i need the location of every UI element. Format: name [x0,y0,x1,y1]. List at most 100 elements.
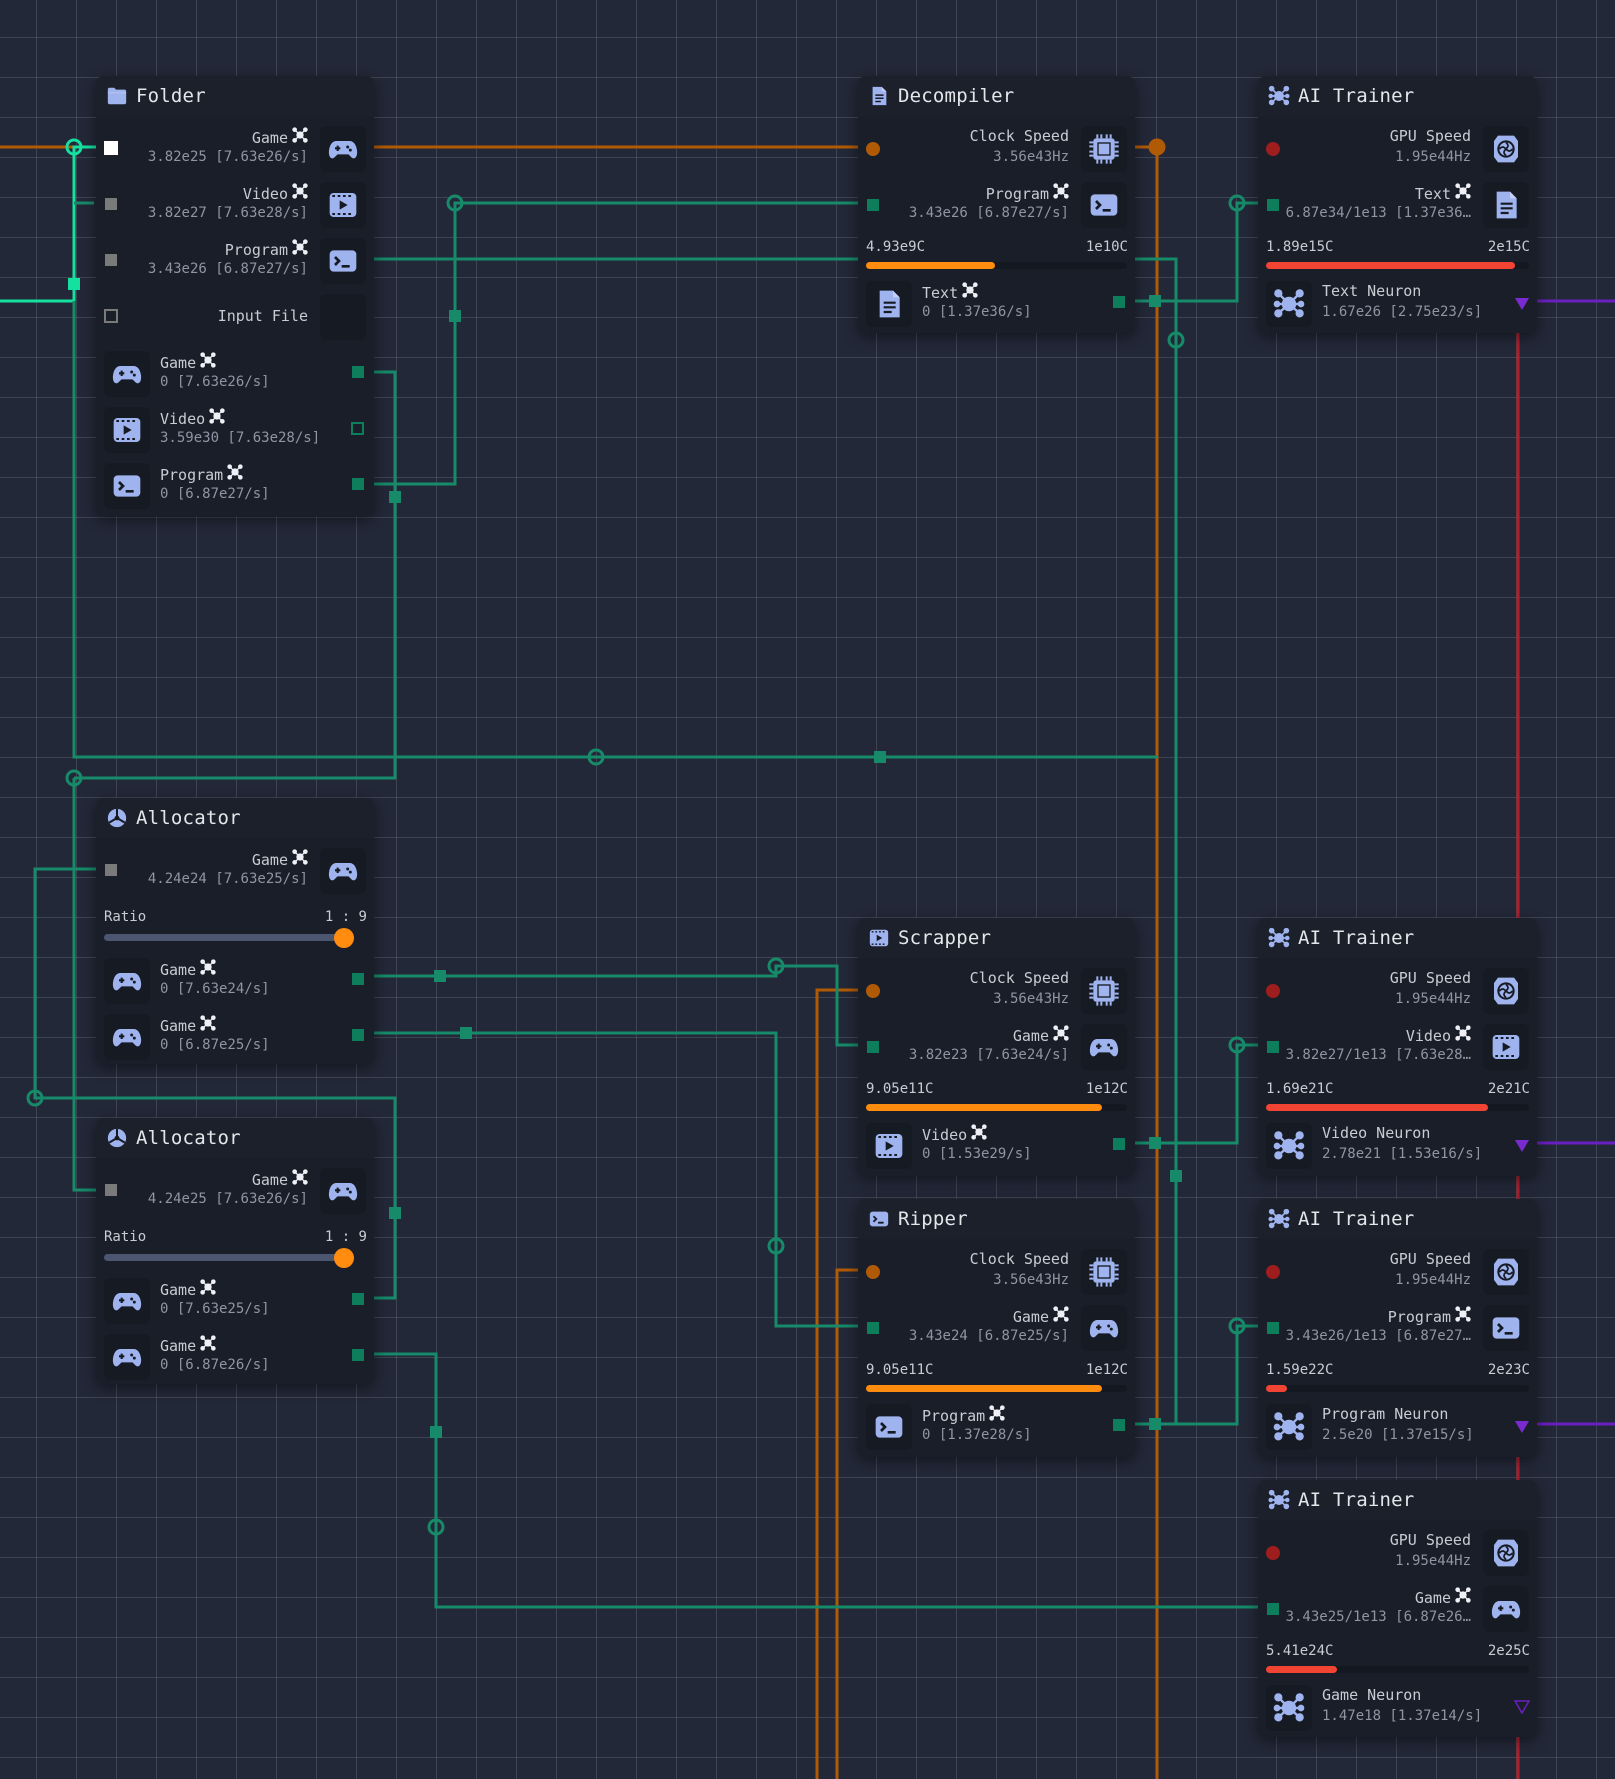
node-header[interactable]: AI Trainer [1258,918,1537,958]
allocator-node[interactable]: Allocator Game 4.24e24 [7.63e25/s] Ratio… [96,798,374,1064]
gpu-port[interactable] [1266,1546,1280,1560]
folder-node[interactable]: Folder Game 3.82e25 [7.63e26/s] Video 3.… [96,76,374,516]
neuron-icon [989,1405,1005,1421]
neuron-output[interactable]: Program Neuron 2.5e20 [1.37e15/s] [1258,1399,1537,1455]
output-port[interactable] [352,973,364,985]
item-input[interactable]: Game 3.43e24 [6.87e25/s] [858,1300,1135,1356]
folder-input-game[interactable]: Game 3.82e25 [7.63e26/s] [96,121,374,177]
neuron-output-port[interactable] [1515,1421,1529,1433]
gpu-speed-input[interactable]: GPU Speed 1.95e44Hz [1258,1525,1537,1581]
item-input[interactable]: Program 3.43e26/1e13 [6.87e27… [1258,1300,1537,1356]
item-input[interactable]: Game 3.43e25/1e13 [6.87e26… [1258,1581,1537,1637]
folder-input-program[interactable]: Program 3.43e26 [6.87e27/s] [96,233,374,289]
output-port[interactable] [352,1029,364,1041]
node-header[interactable]: AI Trainer [1258,1480,1537,1520]
input-port[interactable] [867,1322,879,1334]
node-header[interactable]: Scrapper [858,918,1135,958]
neuron-output-port[interactable] [1515,298,1529,310]
gpu-port[interactable] [1266,1265,1280,1279]
node-header[interactable]: Allocator [96,1118,374,1158]
clock-speed-input[interactable]: Clock Speed 3.56e43Hz [858,121,1135,177]
node-header[interactable]: Allocator [96,798,374,838]
scrapper-node[interactable]: Scrapper Clock Speed 3.56e43Hz Game 3.82… [858,918,1135,1176]
folder-input-file[interactable]: Input File [96,289,374,345]
input-port[interactable] [1267,1322,1279,1334]
item-output[interactable]: Game 0 [7.63e24/s] [96,953,374,1009]
clock-port[interactable] [866,984,880,998]
clock-port[interactable] [866,1265,880,1279]
ratio-slider[interactable] [104,1254,354,1261]
input-port[interactable] [105,254,117,266]
input-port[interactable] [105,198,117,210]
neuron-output[interactable]: Game Neuron 1.47e18 [1.37e14/s] [1258,1680,1537,1736]
input-port-empty[interactable] [104,309,118,323]
output-port[interactable] [352,1293,364,1305]
item-input[interactable]: Text 6.87e34/1e13 [1.37e36… [1258,177,1537,233]
input-port-selected[interactable] [104,141,118,155]
folder-output-program[interactable]: Program 0 [6.87e27/s] [96,458,374,514]
output-port[interactable] [352,1349,364,1361]
output-port-empty[interactable] [351,422,364,435]
item-output[interactable]: Video 0 [1.53e29/s] [858,1118,1135,1174]
input-port[interactable] [1267,199,1279,211]
node-header[interactable]: Decompiler [858,76,1135,116]
item-input[interactable]: Video 3.82e27/1e13 [7.63e28… [1258,1019,1537,1075]
allocator-node[interactable]: Allocator Game 4.24e25 [7.63e26/s] Ratio… [96,1118,374,1384]
ripper-node[interactable]: Ripper Clock Speed 3.56e43Hz Game 3.43e2… [858,1199,1135,1457]
ratio-slider-thumb[interactable] [334,928,354,948]
item-output[interactable]: Game 0 [6.87e25/s] [96,1009,374,1065]
clock-speed-input[interactable]: Clock Speed 3.56e43Hz [858,963,1135,1019]
video-icon [866,1123,912,1169]
item-output[interactable]: Text 0 [1.37e36/s] [858,276,1135,332]
wire-junction [587,748,605,766]
output-port[interactable] [352,366,364,378]
ai-trainer-node[interactable]: AI Trainer GPU Speed 1.95e44Hz Game 3.43… [1258,1480,1537,1737]
neuron-output-port[interactable] [1515,1140,1529,1152]
item-output[interactable]: Game 0 [6.87e26/s] [96,1329,374,1385]
output-port[interactable] [1113,1419,1125,1431]
clock-speed-input[interactable]: Clock Speed 3.56e43Hz [858,1244,1135,1300]
gpu-port[interactable] [1266,142,1280,156]
ai-trainer-node[interactable]: AI Trainer GPU Speed 1.95e44Hz Program 3… [1258,1199,1537,1457]
document-icon [868,85,890,107]
item-input[interactable]: Game 4.24e24 [7.63e25/s] [96,843,374,899]
input-port[interactable] [1267,1041,1279,1053]
gpu-port[interactable] [1266,984,1280,998]
gpu-speed-input[interactable]: GPU Speed 1.95e44Hz [1258,1244,1537,1300]
node-header[interactable]: Folder [96,76,374,116]
item-input[interactable]: Program 3.43e26 [6.87e27/s] [858,177,1135,233]
decompiler-node[interactable]: Decompiler Clock Speed 3.56e43Hz Program… [858,76,1135,333]
neuron-output[interactable]: Text Neuron 1.67e26 [2.75e23/s] [1258,276,1537,332]
ratio-slider[interactable] [104,934,354,941]
item-output[interactable]: Game 0 [7.63e25/s] [96,1273,374,1329]
input-port[interactable] [105,1184,117,1196]
item-output[interactable]: Program 0 [1.37e28/s] [858,1399,1135,1455]
folder-output-video[interactable]: Video 3.59e30 [7.63e28/s] [96,402,374,458]
input-port[interactable] [1267,1603,1279,1615]
input-port[interactable] [105,864,117,876]
folder-output-game[interactable]: Game 0 [7.63e26/s] [96,346,374,402]
file-slot[interactable] [320,294,366,340]
clock-port[interactable] [866,142,880,156]
output-port[interactable] [1113,1138,1125,1150]
node-header[interactable]: AI Trainer [1258,76,1537,116]
output-port[interactable] [1113,296,1125,308]
wire-junction [1228,1317,1246,1335]
ai-trainer-node[interactable]: AI Trainer GPU Speed 1.95e44Hz Video 3.8… [1258,918,1537,1176]
input-label: Clock Speed [969,969,1069,987]
gpu-speed-input[interactable]: GPU Speed 1.95e44Hz [1258,121,1537,177]
input-port[interactable] [867,1041,879,1053]
gpu-speed-input[interactable]: GPU Speed 1.95e44Hz [1258,963,1537,1019]
output-port[interactable] [352,478,364,490]
node-header[interactable]: AI Trainer [1258,1199,1537,1239]
neuron-output[interactable]: Video Neuron 2.78e21 [1.53e16/s] [1258,1118,1537,1174]
folder-input-video[interactable]: Video 3.82e27 [7.63e28/s] [96,177,374,233]
neuron-icon [227,464,243,480]
ratio-slider-thumb[interactable] [334,1248,354,1268]
node-header[interactable]: Ripper [858,1199,1135,1239]
ai-trainer-node[interactable]: AI Trainer GPU Speed 1.95e44Hz Text 6.87… [1258,76,1537,333]
item-input[interactable]: Game 3.82e23 [7.63e24/s] [858,1019,1135,1075]
input-port[interactable] [867,199,879,211]
item-input[interactable]: Game 4.24e25 [7.63e26/s] [96,1163,374,1219]
wire-junction [389,1207,401,1219]
